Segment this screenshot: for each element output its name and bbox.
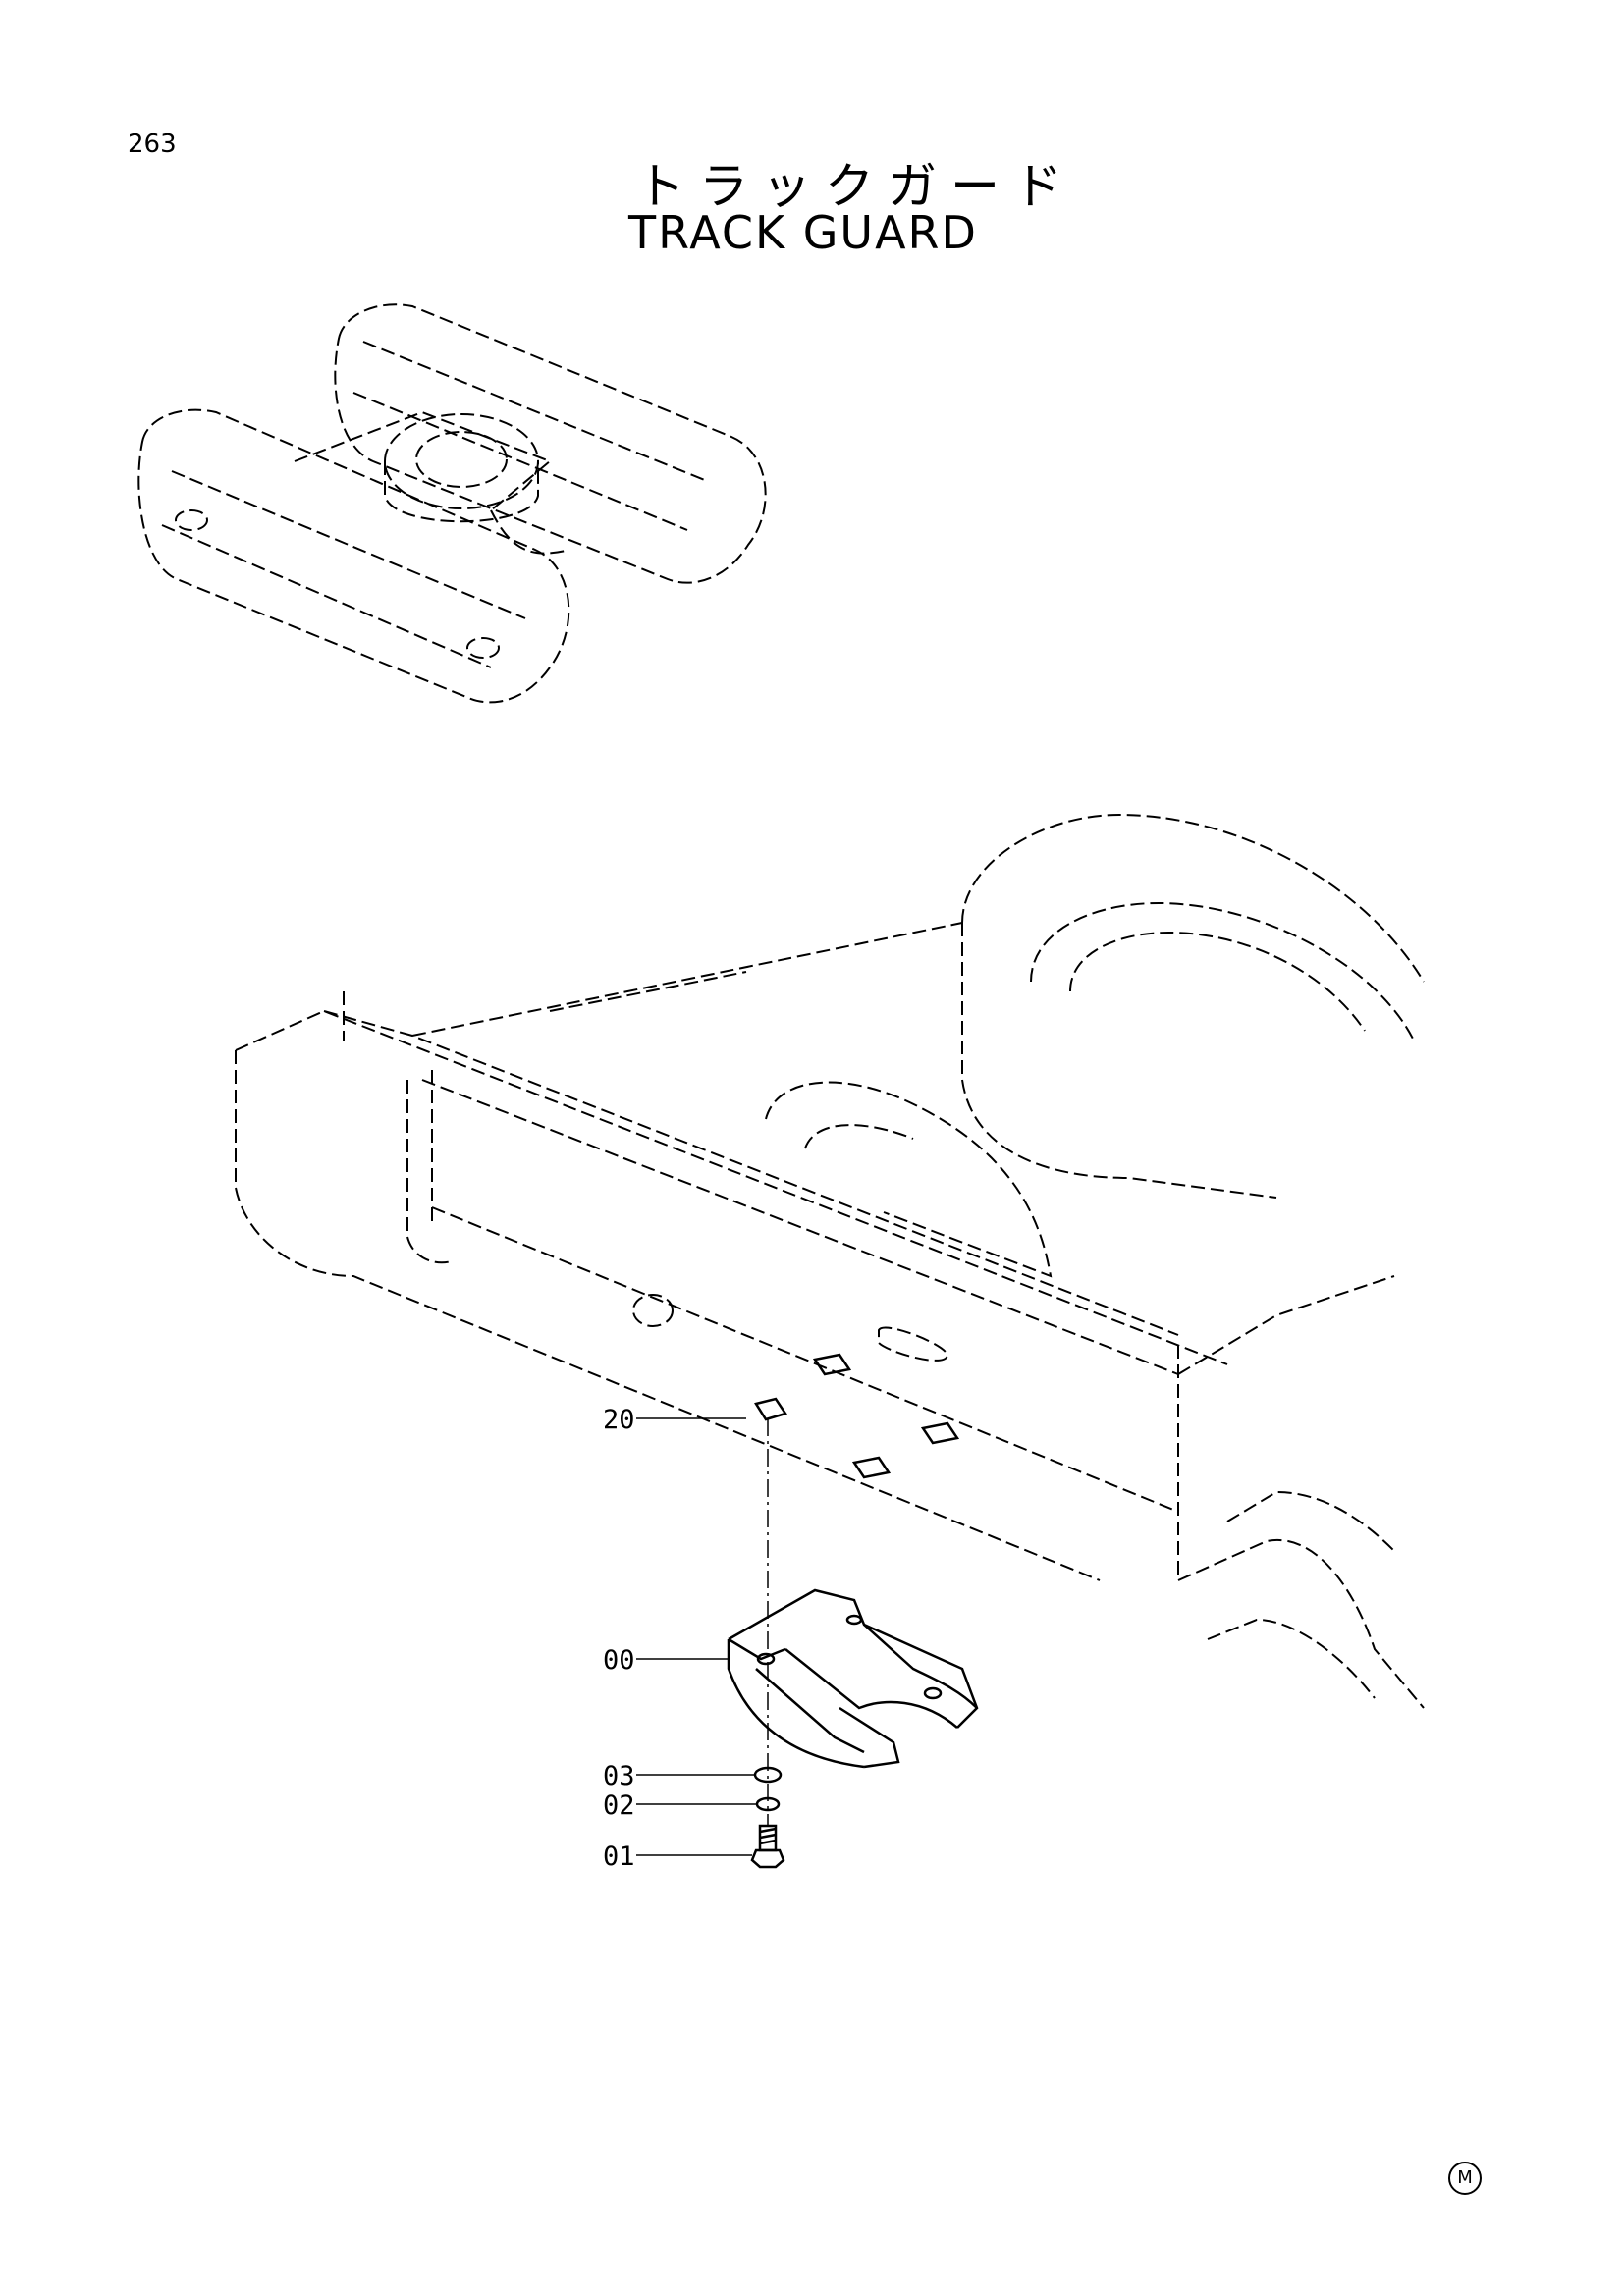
callout-20: 20: [603, 1405, 635, 1435]
overview-track-frame: [137, 303, 767, 704]
main-track-frame: [235, 813, 1425, 1709]
leader-lines: [636, 1417, 756, 1856]
nut-plates-20: [754, 1353, 960, 1479]
title-english: TRACK GUARD: [628, 206, 978, 259]
callout-03: 03: [603, 1761, 635, 1791]
manufacturer-mark: M: [1448, 2162, 1482, 2195]
title-japanese: トラックガード: [636, 158, 1076, 215]
track-guard-00: [727, 1588, 979, 1769]
page-number: 263: [128, 130, 177, 159]
callout-02: 02: [603, 1790, 635, 1821]
callout-00: 00: [603, 1645, 635, 1676]
callout-01: 01: [603, 1842, 635, 1872]
bolt-01: [750, 1824, 785, 1869]
